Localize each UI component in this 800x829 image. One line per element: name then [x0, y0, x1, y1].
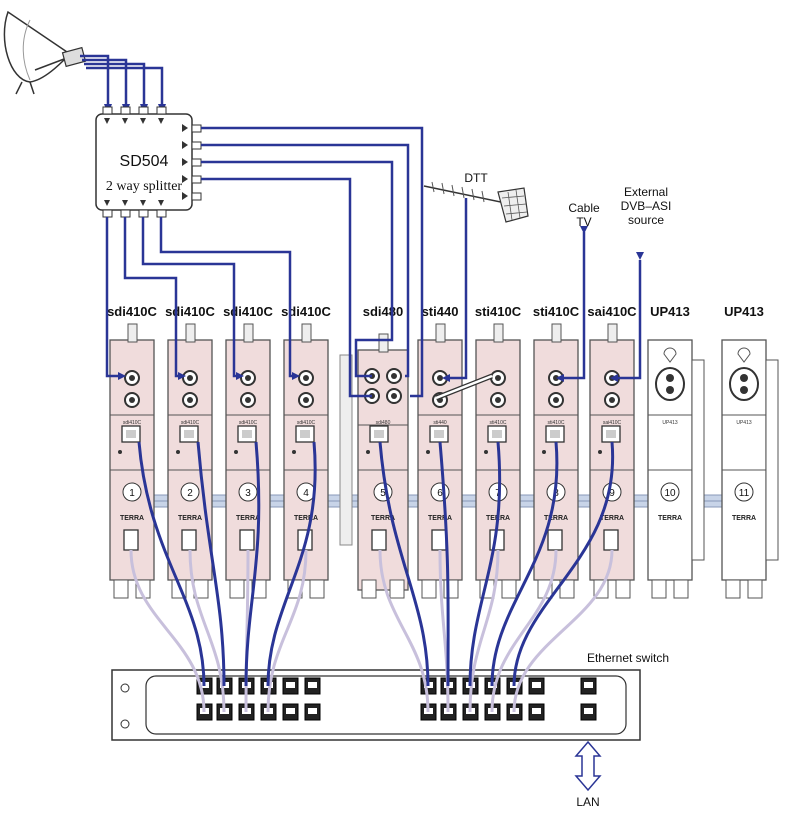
dtt-antenna-icon [423, 181, 529, 223]
module-brand: TERRA [371, 515, 395, 522]
module-code: sdi410C [123, 420, 142, 426]
lan-label: LAN [576, 795, 599, 809]
module-brand: TERRA [732, 515, 756, 522]
module-brand: TERRA [544, 515, 568, 522]
patch-cable-dark [196, 441, 226, 687]
patch-cable-dark [137, 441, 206, 687]
patch-cable-light [438, 549, 450, 713]
module-number: 6 [437, 488, 443, 499]
module-label: sti410C [533, 304, 580, 319]
module-number: 4 [303, 488, 309, 499]
patch-cable-dark [378, 441, 430, 687]
patch-cable-light [129, 549, 206, 713]
module-label: sdi480 [363, 304, 403, 319]
module-label: sdi410C [281, 304, 331, 319]
patch-cable-dark [468, 441, 502, 687]
module-label: sdi410C [223, 304, 273, 319]
asi-label-3: source [628, 213, 664, 227]
patch-cable-dark [438, 441, 450, 687]
module-number: 1 [129, 488, 135, 499]
coax-arrows [118, 226, 644, 382]
module-brand: TERRA [178, 515, 202, 522]
module-code: sti410C [548, 420, 565, 426]
patch-cable-dark [244, 441, 261, 687]
patch-cable-dark [490, 441, 559, 687]
asi-label-1: External [624, 185, 668, 199]
module-label: sti440 [422, 304, 459, 319]
patch-cable-dark [512, 441, 615, 687]
asi-label-2: DVB–ASI [621, 199, 672, 213]
patch-cable-light [490, 549, 558, 713]
module-code: UP413 [662, 420, 678, 426]
splitter-sd504: SD504 2 way splitter [95, 106, 202, 218]
splitter-subtitle: 2 way splitter [106, 179, 183, 194]
module-label: sti410C [475, 304, 522, 319]
module-label: sai410C [587, 304, 637, 319]
module-brand: TERRA [428, 515, 452, 522]
module-code: sdi480 [376, 420, 391, 426]
lnb-cables [80, 54, 164, 112]
dtt-label: DTT [464, 171, 488, 185]
module-code: sdi410C [239, 420, 258, 426]
module-code: sai410C [603, 420, 622, 426]
module-brand: TERRA [658, 515, 682, 522]
patch-cable-light [378, 549, 430, 713]
patch-cable-light [266, 549, 308, 713]
satellite-dish-icon [3, 10, 87, 95]
module-code: sdi410C [297, 420, 316, 426]
module-label: sdi410C [165, 304, 215, 319]
module-number: 2 [187, 488, 193, 499]
coax-cables [105, 126, 642, 398]
module-number: 5 [380, 488, 386, 499]
patch-cables [129, 441, 615, 713]
module-code: sti440 [433, 420, 447, 426]
patch-cable-light [468, 549, 500, 713]
module-code: UP413 [736, 420, 752, 426]
patch-cable-dark [266, 441, 317, 687]
module-code: sti410C [490, 420, 507, 426]
cable-tv-label-2: TV [576, 215, 591, 229]
module-label: UP413 [724, 304, 764, 319]
cable-tv-label-1: Cable [568, 201, 600, 215]
splitter-name: SD504 [120, 153, 169, 170]
module-brand: TERRA [600, 515, 624, 522]
module-brand: TERRA [294, 515, 318, 522]
module-number: 11 [739, 488, 750, 499]
patch-cable-light [244, 549, 250, 713]
module-number: 10 [664, 488, 676, 499]
patch-cable-light [188, 549, 226, 713]
module-brand: TERRA [120, 515, 144, 522]
module-label: sdi410C [107, 304, 157, 319]
module-number: 9 [609, 488, 615, 499]
patch-cable-light [512, 549, 614, 713]
module-brand: TERRA [236, 515, 260, 522]
module-number: 3 [245, 488, 251, 499]
ethernet-switch [111, 669, 641, 741]
module-label: UP413 [650, 304, 690, 319]
ethernet-switch-label: Ethernet switch [587, 651, 669, 665]
lan-arrow-icon [574, 740, 602, 792]
modules-group: sdi410C1TERRAsdi410Csdi410C2TERRAsdi410C… [107, 304, 779, 599]
module-code: sdi410C [181, 420, 200, 426]
